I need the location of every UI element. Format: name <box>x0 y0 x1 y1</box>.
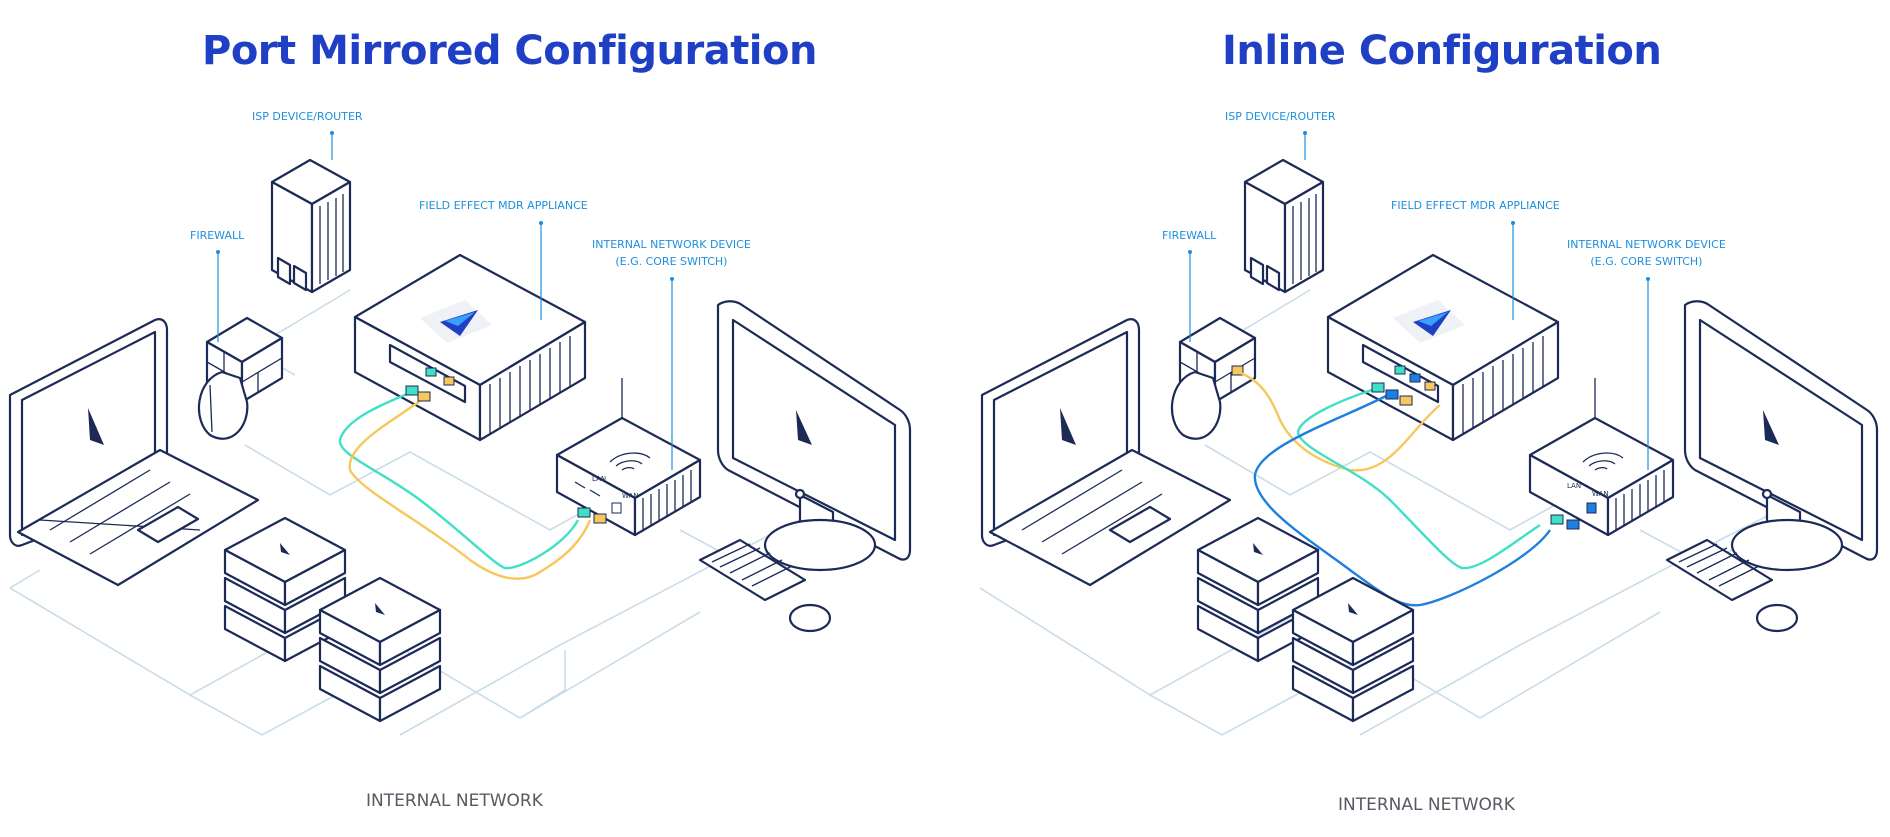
isp-router-tower <box>1243 158 1325 294</box>
page-title: Inline Configuration <box>1222 28 1662 74</box>
server-stack-left <box>1196 516 1320 663</box>
server-stack-right <box>318 576 442 723</box>
port-mirrored-panel: Port Mirrored Configuration ISP DEVICE/R… <box>8 28 912 811</box>
lan-port-label: LAN <box>1567 482 1582 490</box>
callout-leaders <box>1188 131 1650 470</box>
firewall-label: FIREWALL <box>1162 229 1217 242</box>
desktop-monitor <box>1683 300 1879 572</box>
wan-port-label: WAN <box>1592 490 1609 498</box>
internal-network-label: INTERNAL NETWORK <box>366 791 543 811</box>
firewall <box>197 316 284 440</box>
mdr-appliance <box>353 253 587 442</box>
isp-router-label: ISP DEVICE/ROUTER <box>252 110 363 123</box>
laptop <box>8 318 260 587</box>
network-device-label-line2: (E.G. CORE SWITCH) <box>615 255 728 268</box>
wan-port-label: WAN <box>622 492 639 500</box>
network-device-label-line2: (E.G. CORE SWITCH) <box>1590 255 1703 268</box>
core-switch <box>555 378 702 537</box>
mdr-appliance-label: FIELD EFFECT MDR APPLIANCE <box>419 199 588 212</box>
network-device-label: INTERNAL NETWORK DEVICE (E.G. CORE SWITC… <box>1567 236 1726 270</box>
firewall-label: FIREWALL <box>190 229 245 242</box>
port-mirrored-diagram <box>8 131 912 736</box>
keyboard-and-mouse <box>1665 538 1799 633</box>
inline-diagram <box>979 131 1879 736</box>
laptop <box>980 318 1232 587</box>
isp-router-tower <box>270 158 352 294</box>
page-title: Port Mirrored Configuration <box>202 28 817 74</box>
lan-port-label: LAN <box>592 475 607 483</box>
desktop-monitor <box>716 300 912 572</box>
inline-cables <box>1237 370 1551 607</box>
core-switch <box>1528 378 1675 537</box>
internal-network-label: INTERNAL NETWORK <box>1338 795 1515 815</box>
network-device-label-line1: INTERNAL NETWORK DEVICE <box>592 238 751 251</box>
network-device-label-line1: INTERNAL NETWORK DEVICE <box>1567 238 1726 251</box>
network-device-label: INTERNAL NETWORK DEVICE (E.G. CORE SWITC… <box>592 236 751 270</box>
server-stack-left <box>223 516 347 663</box>
firewall <box>1170 316 1257 440</box>
keyboard-and-mouse <box>698 538 832 633</box>
mdr-appliance-label: FIELD EFFECT MDR APPLIANCE <box>1391 199 1560 212</box>
callout-leaders <box>216 131 674 470</box>
inline-panel: Inline Configuration ISP DEVICE/ROUTER F… <box>970 0 1890 837</box>
server-stack-right <box>1291 576 1415 723</box>
mirror-cables <box>338 385 592 580</box>
isp-router-label: ISP DEVICE/ROUTER <box>1225 110 1336 123</box>
mdr-appliance <box>1326 253 1560 442</box>
